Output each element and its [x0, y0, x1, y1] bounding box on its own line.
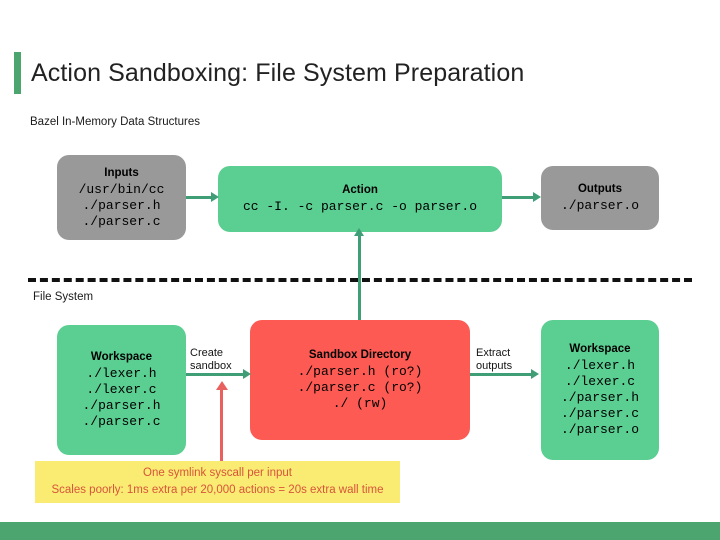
- callout-note-line-2: Scales poorly: 1ms extra per 20,000 acti…: [51, 484, 384, 496]
- arrow-inputs-to-action: [186, 196, 214, 199]
- node-sandbox-line-0: ./parser.h (ro?): [297, 364, 423, 379]
- node-inputs-line-1: ./parser.h: [82, 197, 161, 213]
- node-inputs-line-2: ./parser.c: [82, 213, 161, 229]
- arrow-workspace-to-sandbox: [186, 373, 246, 376]
- node-sandbox-line-1: ./parser.c (ro?): [297, 380, 423, 395]
- arrow-sandbox-to-workspace-head-icon: [531, 369, 539, 379]
- node-workspace-left: Workspace ./lexer.h ./lexer.c ./parser.h…: [57, 325, 186, 455]
- node-inputs-line-0: /usr/bin/cc: [78, 181, 165, 197]
- title-accent-bar: [14, 52, 21, 94]
- arrow-sandbox-to-action: [358, 232, 361, 322]
- node-sandbox-title: Sandbox Directory: [308, 349, 412, 361]
- arrow-callout-to-create-sandbox: [220, 385, 223, 465]
- arrow-action-to-outputs-head-icon: [533, 192, 541, 202]
- callout-note: One symlink syscall per input Scales poo…: [35, 461, 400, 503]
- node-workspace-left-line-0: ./lexer.h: [86, 366, 157, 381]
- arrow-action-to-outputs: [502, 196, 535, 199]
- node-workspace-left-line-1: ./lexer.c: [86, 382, 157, 397]
- node-inputs: Inputs /usr/bin/cc ./parser.h ./parser.c: [57, 155, 186, 240]
- node-workspace-right-line-1: ./lexer.c: [564, 374, 636, 389]
- edge-label-extract-outputs: Extract outputs: [476, 347, 513, 372]
- arrow-sandbox-to-action-head-icon: [354, 228, 364, 236]
- node-workspace-right: Workspace ./lexer.h ./lexer.c ./parser.h…: [541, 320, 659, 460]
- node-sandbox-line-2: ./ (rw): [332, 396, 388, 411]
- node-action-title: Action: [342, 184, 378, 196]
- node-workspace-right-line-2: ./parser.h: [560, 390, 639, 405]
- arrow-inputs-to-action-head-icon: [211, 192, 219, 202]
- node-outputs-title: Outputs: [577, 183, 623, 195]
- node-workspace-left-title: Workspace: [90, 351, 153, 363]
- node-outputs: Outputs ./parser.o: [541, 166, 659, 230]
- arrow-sandbox-to-workspace: [470, 373, 533, 376]
- node-workspace-right-line-4: ./parser.o: [560, 422, 639, 437]
- node-workspace-right-line-0: ./lexer.h: [564, 358, 636, 373]
- node-workspace-left-line-3: ./parser.c: [82, 414, 161, 429]
- node-workspace-left-line-2: ./parser.h: [82, 398, 161, 413]
- node-action: Action cc -I. -c parser.c -o parser.o: [218, 166, 502, 232]
- edge-label-create-sandbox: Create sandbox: [190, 347, 232, 372]
- callout-note-line-1: One symlink syscall per input: [143, 467, 292, 479]
- node-inputs-title: Inputs: [104, 166, 139, 179]
- node-action-line-0: cc -I. -c parser.c -o parser.o: [242, 199, 478, 214]
- arrow-workspace-to-sandbox-head-icon: [243, 369, 251, 379]
- page-title: Action Sandboxing: File System Preparati…: [31, 59, 525, 87]
- footer-bar: [0, 522, 720, 540]
- node-sandbox-directory: Sandbox Directory ./parser.h (ro?) ./par…: [250, 320, 470, 440]
- node-workspace-right-title: Workspace: [569, 343, 631, 355]
- section-label-filesystem: File System: [33, 291, 94, 303]
- node-outputs-line-0: ./parser.o: [560, 198, 639, 213]
- section-label-bazel: Bazel In-Memory Data Structures: [30, 116, 201, 128]
- node-workspace-right-line-3: ./parser.c: [560, 406, 639, 421]
- arrow-callout-head-icon: [216, 381, 228, 390]
